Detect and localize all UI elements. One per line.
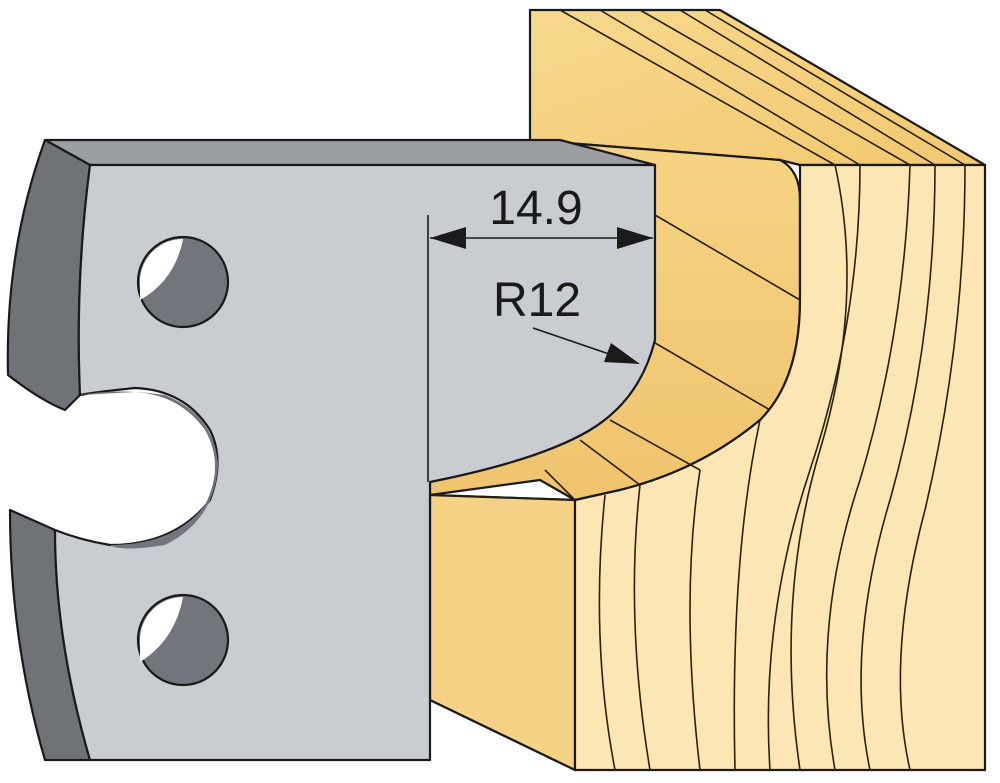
- lower-mount-hole: [136, 593, 230, 687]
- arrow-left: [430, 227, 466, 249]
- width-dimension-label: 14.9: [489, 182, 582, 235]
- radius-dimension-label: R12: [493, 274, 581, 327]
- wood-block: [428, 8, 987, 772]
- upper-mount-hole: [136, 235, 230, 329]
- dimension-width: 14.9: [427, 182, 653, 482]
- knife-left-edge-upper: [6, 138, 92, 412]
- knife-top-edge: [43, 138, 657, 167]
- wood-side-face: [428, 493, 577, 772]
- radius-leader-line: [532, 327, 613, 356]
- radius-arrow: [604, 343, 640, 364]
- wood-end-grain: [598, 164, 966, 771]
- dimension-radius: R12: [493, 274, 640, 364]
- arrow-right: [617, 227, 653, 249]
- wood-cove-grain: [429, 214, 801, 501]
- steel-knife: [6, 138, 657, 762]
- wood-top-grain: [559, 9, 966, 166]
- wood-top-face: [528, 8, 987, 167]
